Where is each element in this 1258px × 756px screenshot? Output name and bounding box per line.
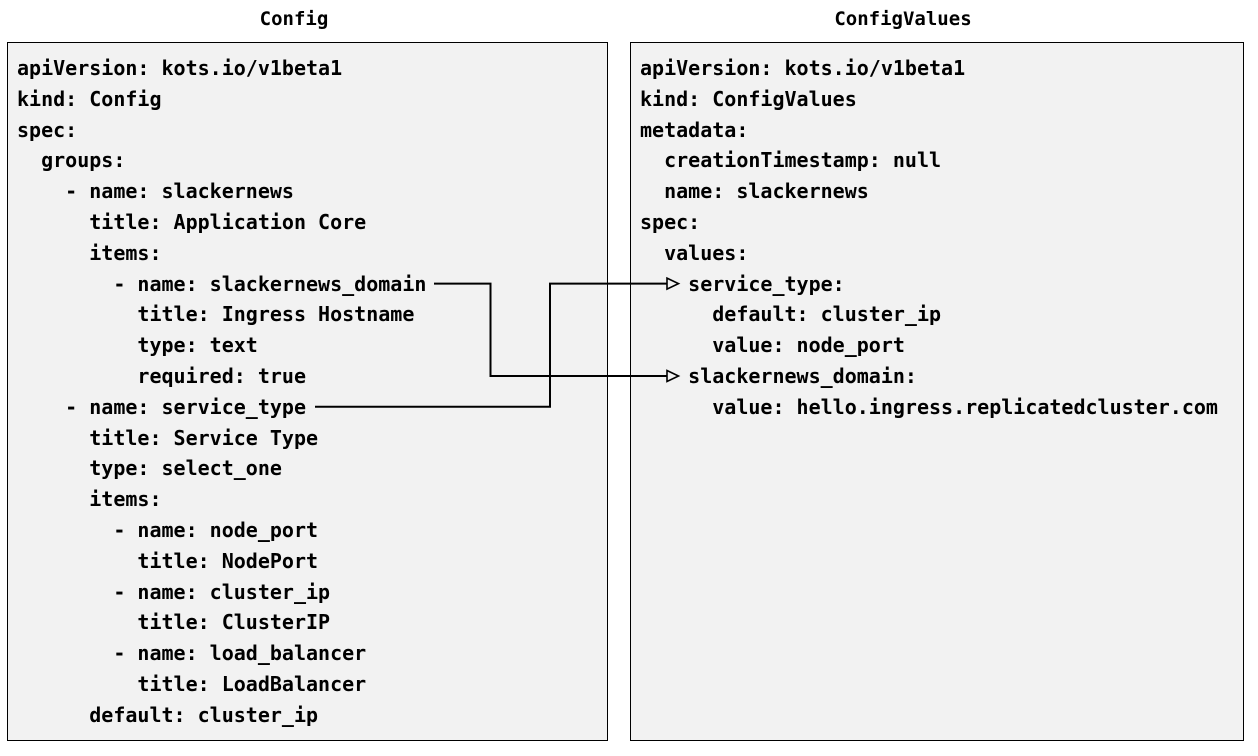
config-panel: apiVersion: kots.io/v1beta1 kind: Config… [7, 42, 608, 741]
config-yaml-code: apiVersion: kots.io/v1beta1 kind: Config… [17, 56, 427, 727]
configvalues-yaml-code: apiVersion: kots.io/v1beta1 kind: Config… [640, 56, 1218, 419]
left-panel-title: Config [259, 8, 329, 30]
configvalues-panel: apiVersion: kots.io/v1beta1 kind: Config… [630, 42, 1244, 741]
right-panel-title: ConfigValues [834, 8, 972, 30]
